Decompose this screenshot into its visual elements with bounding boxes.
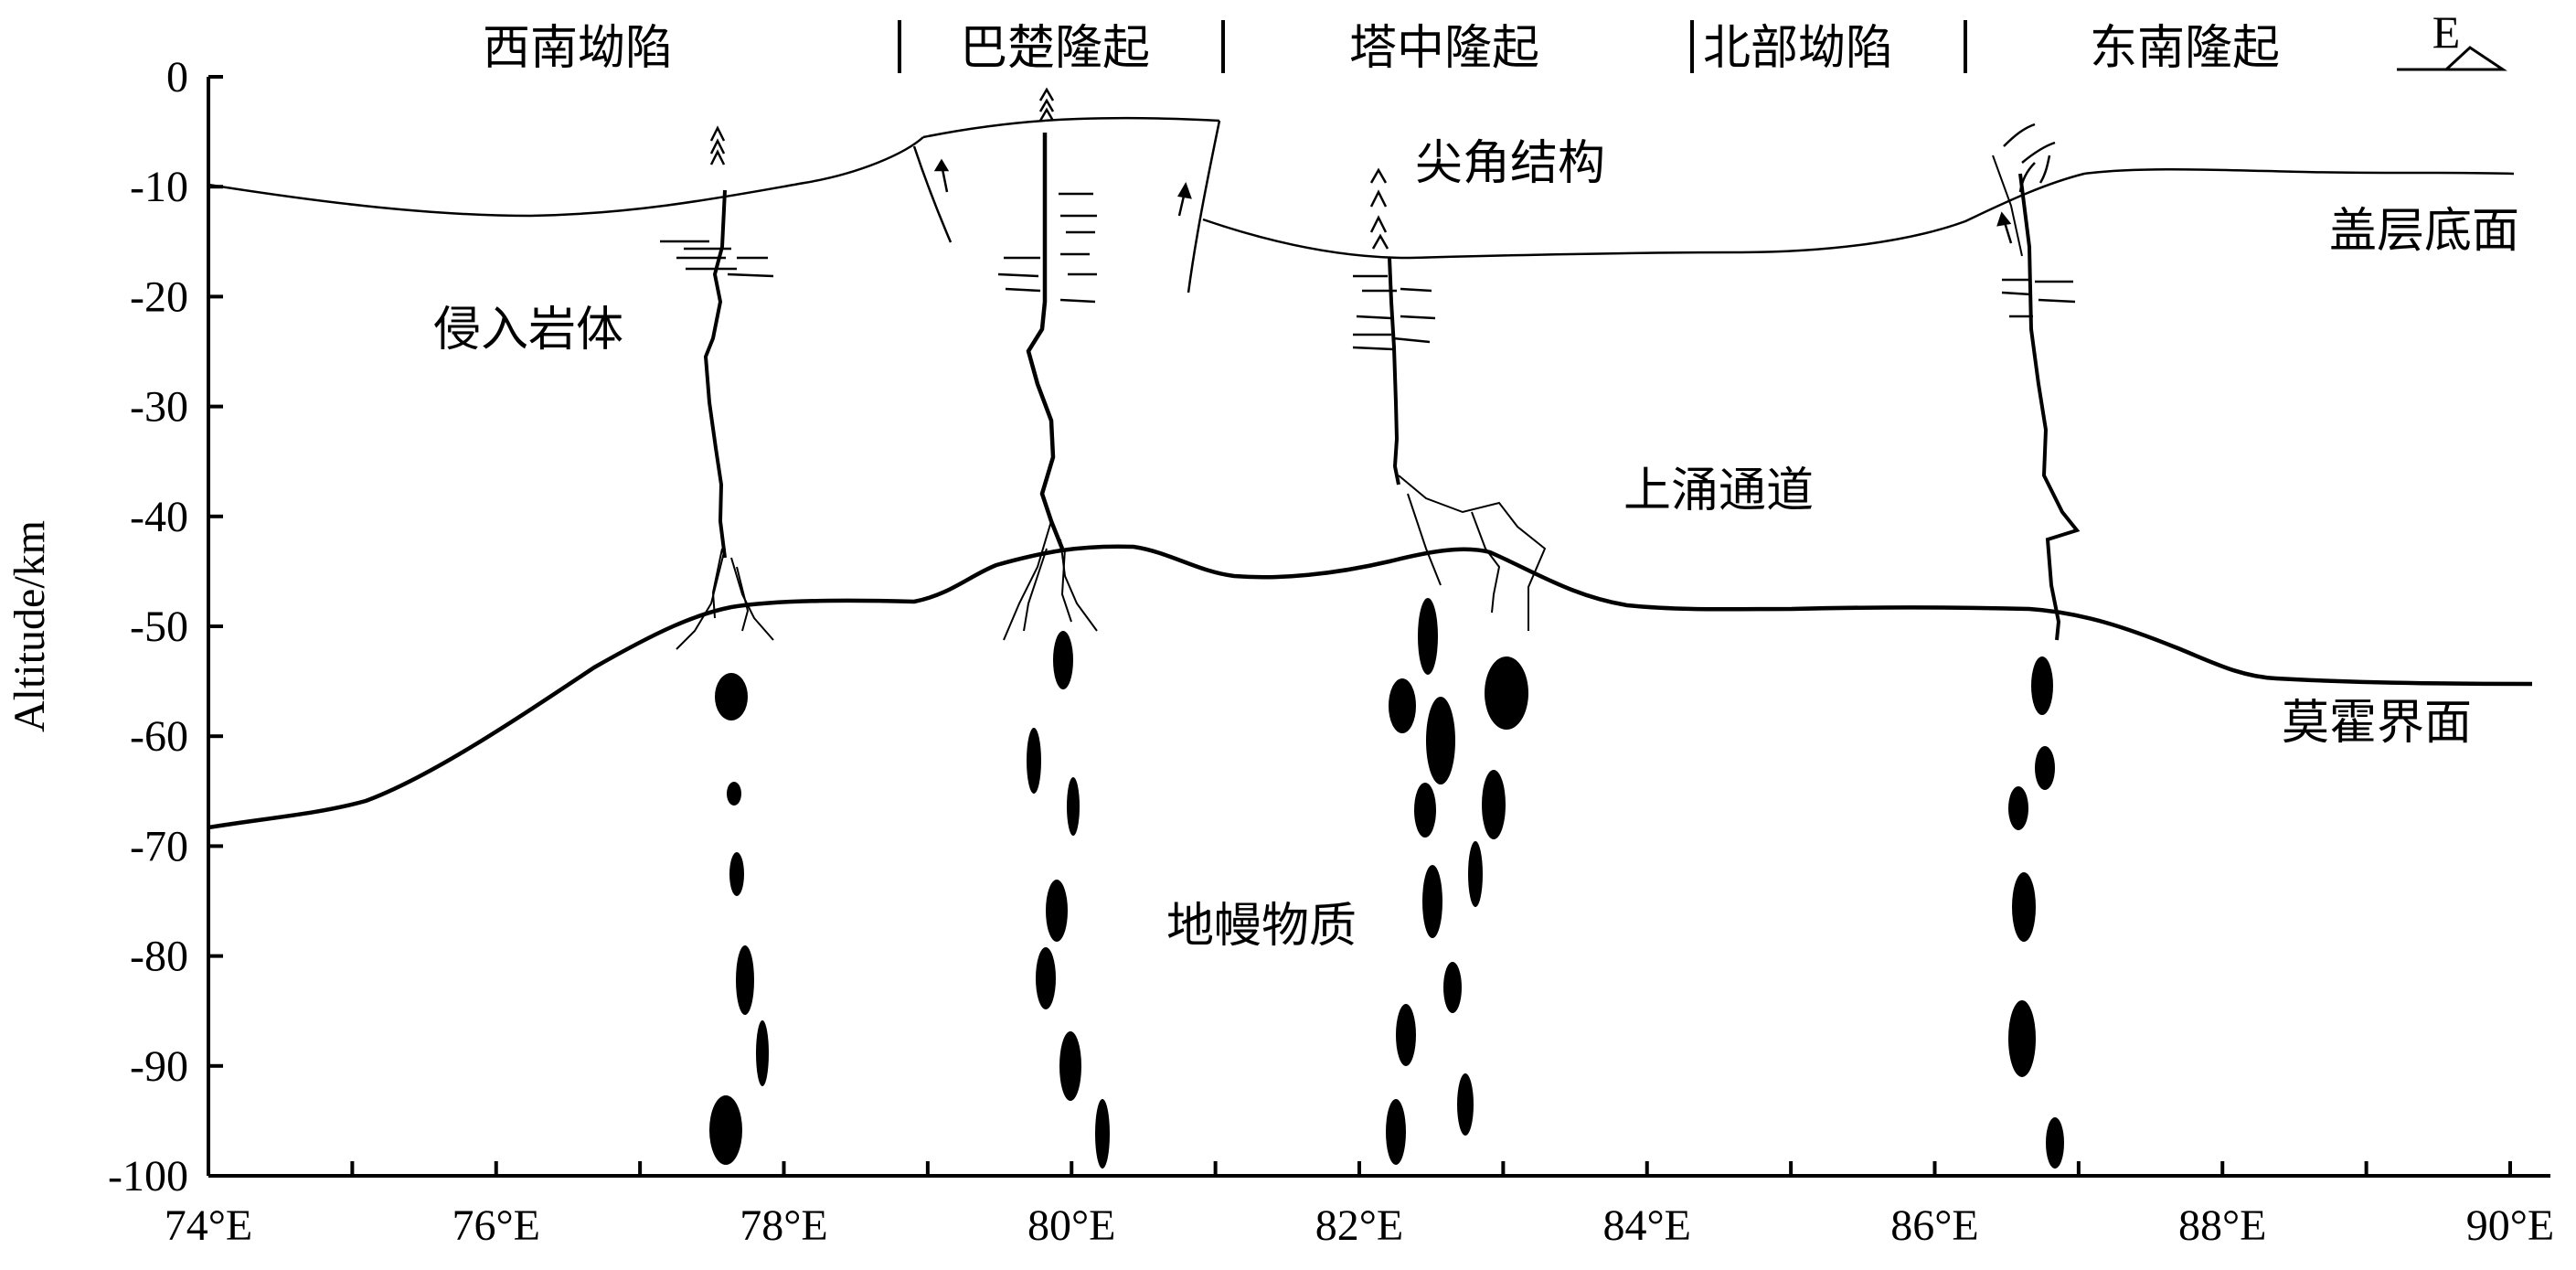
y-tick-label: -10 xyxy=(130,163,188,211)
axes: 0 -10 -20 -30 -40 -50 -60 -70 -80 -90 -100 74°E 76°… xyxy=(5,53,2554,1250)
y-tick-label: -40 xyxy=(130,493,188,541)
compass-label: E xyxy=(2432,6,2461,58)
x-tick-label: 74°E xyxy=(165,1201,253,1250)
y-tick-label: -60 xyxy=(130,712,188,761)
annotation-mantle: 地幔物质 xyxy=(1166,899,1357,954)
y-axis-title: Altitude/km xyxy=(5,520,54,732)
cusp-structures xyxy=(709,87,2056,250)
y-tick-label: -50 xyxy=(130,603,188,651)
region-label-southeast-uplift: 东南隆起 xyxy=(2090,21,2280,76)
moho-boundary xyxy=(208,544,2533,830)
movement-arrows xyxy=(933,158,2013,244)
cover-base-boundary xyxy=(208,116,2515,293)
x-ticks: 74°E 76°E 78°E 80°E 82°E 84°E 86°E 88°E 90°E xyxy=(165,1161,2555,1250)
region-label-tazhong-uplift: 塔中隆起 xyxy=(1349,21,1539,76)
x-tick-label: 82°E xyxy=(1315,1201,1404,1250)
region-label-bachu-uplift: 巴楚隆起 xyxy=(960,21,1150,76)
annotation-cusp: 尖角结构 xyxy=(1415,136,1605,191)
region-label-southwest-depression: 西南坳陷 xyxy=(483,21,673,76)
region-label-northern-depression: 北部坳陷 xyxy=(1703,21,1893,76)
y-tick-label: -80 xyxy=(130,933,188,981)
y-tick-label: 0 xyxy=(166,53,188,101)
x-tick-label: 86°E xyxy=(1890,1201,1979,1250)
y-tick-label: -100 xyxy=(108,1152,188,1201)
annotation-upwelling: 上涌通道 xyxy=(1623,464,1814,518)
x-tick-label: 78°E xyxy=(740,1201,828,1250)
x-tick-label: 88°E xyxy=(2178,1201,2267,1250)
upwelling-channels xyxy=(676,133,2081,650)
x-tick-label: 76°E xyxy=(452,1201,540,1250)
region-header: 西南坳陷 巴楚隆起 塔中隆起 北部坳陷 东南隆起 xyxy=(483,20,2280,76)
y-ticks: 0 -10 -20 -30 -40 -50 -60 -70 -80 -90 -100 xyxy=(108,53,223,1201)
compass-east-icon: E xyxy=(2397,6,2507,71)
intrusion-sills xyxy=(660,192,2076,351)
x-tick-label: 90°E xyxy=(2466,1201,2555,1250)
x-tick-label: 80°E xyxy=(1027,1201,1116,1250)
annotation-intrusion: 侵入岩体 xyxy=(433,303,623,358)
y-tick-label: -20 xyxy=(130,272,188,321)
y-tick-label: -70 xyxy=(130,822,188,870)
annotation-moho: 莫霍界面 xyxy=(2282,696,2472,751)
y-tick-label: -90 xyxy=(130,1042,188,1091)
y-tick-label: -30 xyxy=(130,383,188,432)
mantle-blobs xyxy=(709,598,2064,1169)
annotation-cover-base: 盖层底面 xyxy=(2329,204,2519,259)
x-tick-label: 84°E xyxy=(1602,1201,1691,1250)
